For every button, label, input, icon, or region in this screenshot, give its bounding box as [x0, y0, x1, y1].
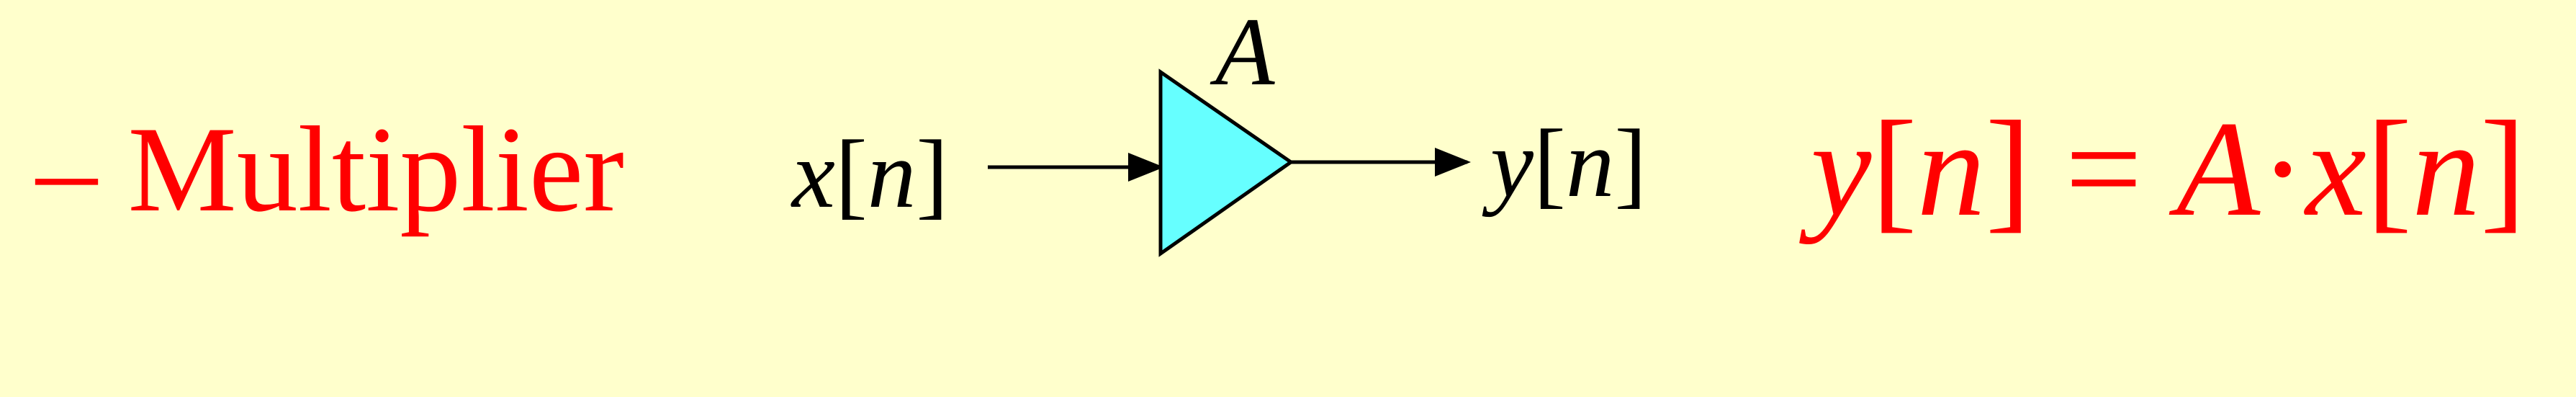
eq-rhs-index: n [2412, 94, 2481, 245]
eq-coef: A [2176, 94, 2261, 245]
eq-lhs-var: y [1811, 94, 1872, 245]
multiplier-triangle [1158, 68, 1294, 257]
eq-rhs-var: x [2305, 94, 2366, 245]
gain-label: A [1215, 0, 1275, 106]
bullet-text: Multiplier [127, 102, 624, 237]
output-signal-label: y[n] [1490, 110, 1647, 218]
input-index: n [867, 121, 917, 228]
output-index: n [1565, 110, 1615, 218]
multiplier-equation: y[n] = A·x[n] [1811, 94, 2526, 245]
eq-lhs-index: n [1917, 94, 1986, 245]
bullet-dash: – [36, 102, 97, 237]
eq-equals: = [2065, 94, 2143, 245]
input-var: x [792, 121, 835, 228]
multiplier-bullet-label: – Multiplier [36, 108, 624, 231]
output-var: y [1490, 110, 1534, 218]
input-signal-label: x[n] [792, 121, 949, 228]
eq-dot: · [2260, 94, 2306, 245]
